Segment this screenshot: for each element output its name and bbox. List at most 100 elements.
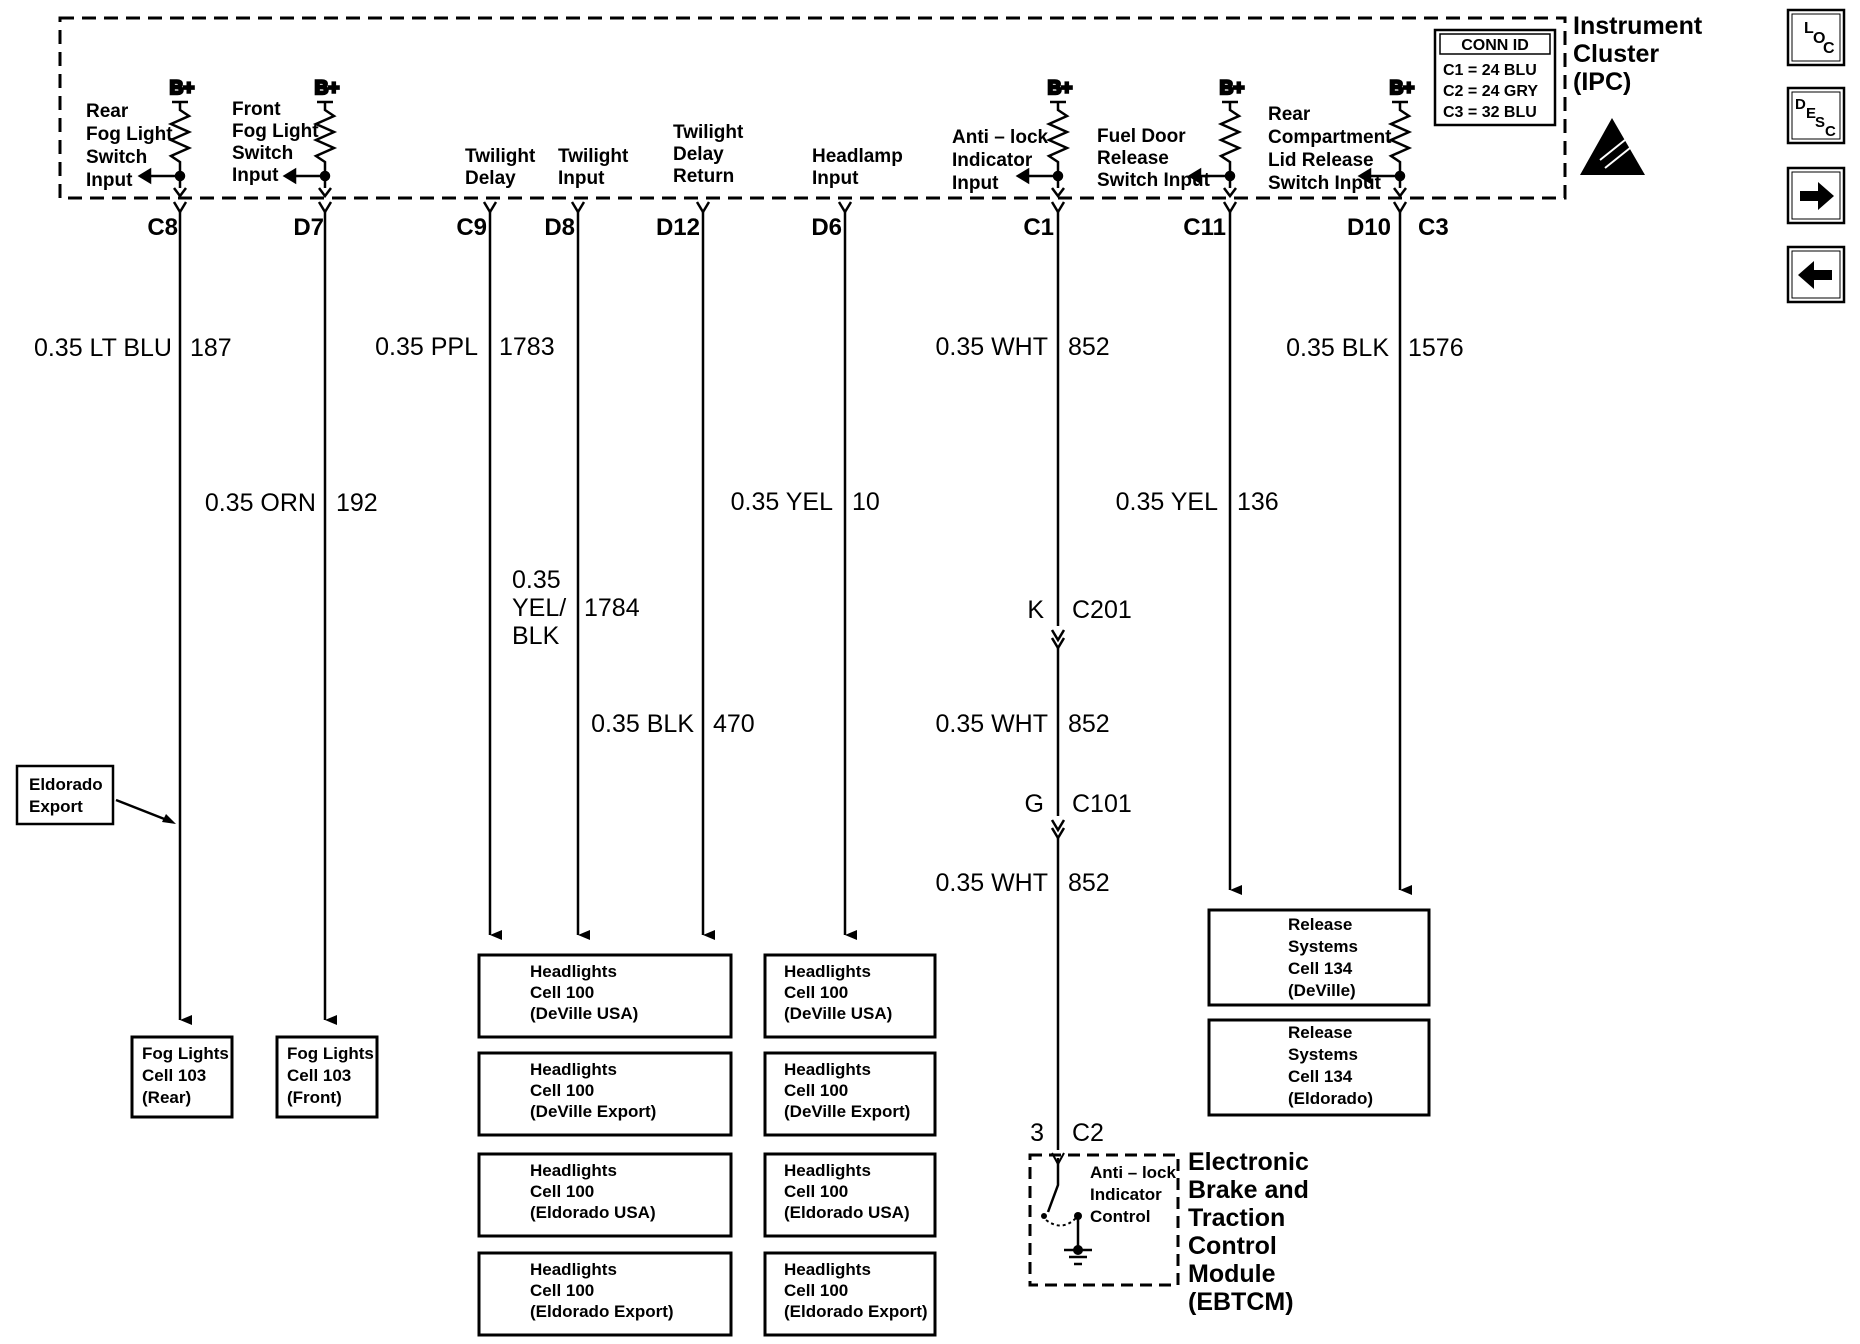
svg-text:Instrument: Instrument <box>1573 12 1703 40</box>
wire-1784-gauge-2: YEL/ <box>512 594 566 622</box>
wire-1576-circuit: 1576 <box>1408 334 1464 362</box>
rear-fog-resistor: B+ <box>137 77 196 199</box>
wire-1784-circuit: 1784 <box>584 594 640 622</box>
input-label-line: Switch <box>232 143 293 164</box>
box-text-line: Cell 134 <box>1288 959 1353 978</box>
input-label-line: Input <box>86 170 133 191</box>
wire-192-gauge: 0.35 ORN <box>205 489 316 517</box>
pin-c9: C9 <box>456 214 487 241</box>
description-icon[interactable]: D E S C <box>1786 86 1846 145</box>
input-label-line: Twilight <box>465 146 536 167</box>
box-text-line: Cell 103 <box>287 1066 351 1085</box>
wire-852-circuit-2: 852 <box>1068 710 1110 738</box>
box-text-line: Cell 134 <box>1288 1067 1353 1086</box>
box-text-line: (DeVille) <box>1288 981 1356 1000</box>
svg-text:D: D <box>1795 96 1806 113</box>
input-label-line: Lid Release <box>1268 150 1374 171</box>
nav-icons: L O C D E S C <box>1786 8 1846 304</box>
pin-d12: D12 <box>656 214 700 241</box>
wire-1784-gauge-3: BLK <box>512 622 560 650</box>
wire-labels: 0.35 LT BLU 187 0.35 ORN 192 0.35 PPL 17… <box>34 333 1464 897</box>
input-label-line: Anti – lock <box>952 127 1049 148</box>
svg-text:C2 = 24 GRY: C2 = 24 GRY <box>1443 83 1538 100</box>
c101-name: C101 <box>1072 790 1132 818</box>
svg-text:Control: Control <box>1090 1207 1150 1226</box>
b-plus-label: B+ <box>1048 78 1073 99</box>
svg-text:C3 = 32 BLU: C3 = 32 BLU <box>1443 104 1537 121</box>
input-label-line: Return <box>673 166 734 187</box>
wire-187-gauge: 0.35 LT BLU <box>34 334 172 362</box>
input-label-line: Switch Input <box>1268 173 1382 194</box>
box-text-line: Headlights <box>784 962 871 981</box>
box-text-line: (DeVille Export) <box>530 1102 656 1121</box>
input-label-line: Compartment <box>1268 127 1392 148</box>
right-arrow-icon[interactable] <box>1786 166 1846 225</box>
svg-text:Module: Module <box>1188 1260 1276 1288</box>
svg-text:S: S <box>1815 114 1825 131</box>
pin-d10: D10 <box>1347 214 1391 241</box>
box-text-line: (Eldorado Export) <box>784 1302 928 1321</box>
box-text-line: Headlights <box>530 1060 617 1079</box>
box-text-line: Systems <box>1288 1045 1358 1064</box>
svg-text:Electronic: Electronic <box>1188 1148 1309 1176</box>
svg-text:(EBTCM): (EBTCM) <box>1188 1288 1294 1316</box>
inline-connectors: K C201 G C101 3 C2 <box>1025 596 1132 1147</box>
svg-text:(IPC): (IPC) <box>1573 68 1631 96</box>
pin-c1: C1 <box>1023 214 1054 241</box>
b-plus-label: B+ <box>170 78 195 99</box>
input-label-line: Release <box>1097 148 1169 169</box>
wire-852-gauge-3: 0.35 WHT <box>935 869 1048 897</box>
location-icon[interactable]: L O C <box>1786 8 1846 67</box>
left-arrow-icon[interactable] <box>1786 245 1846 304</box>
wire-1783-circuit: 1783 <box>499 333 555 361</box>
svg-text:Control: Control <box>1188 1232 1277 1260</box>
input-label-line: Indicator <box>952 150 1033 171</box>
wire-192-circuit: 192 <box>336 489 378 517</box>
wire-470-circuit: 470 <box>713 710 755 738</box>
box-text-line: Cell 103 <box>142 1066 206 1085</box>
c2-name: C2 <box>1072 1119 1104 1147</box>
input-label-line: Delay <box>673 144 724 165</box>
pin-d6: D6 <box>811 214 842 241</box>
input-label-line: Input <box>558 168 605 189</box>
svg-text:Cluster: Cluster <box>1573 40 1659 68</box>
box-text-line: Cell 100 <box>784 1182 848 1201</box>
c201-name: C201 <box>1072 596 1132 624</box>
wire-470-gauge: 0.35 BLK <box>591 710 694 738</box>
svg-text:Brake and: Brake and <box>1188 1176 1309 1204</box>
input-label-line: Fuel Door <box>1097 126 1186 147</box>
box-text-line: (Front) <box>287 1088 342 1107</box>
box-text-line: Cell 100 <box>530 1081 594 1100</box>
box-text-line: (Eldorado USA) <box>530 1203 656 1222</box>
svg-text:O: O <box>1813 30 1825 47</box>
svg-text:Eldorado: Eldorado <box>29 775 103 794</box>
pin-c11: C11 <box>1183 214 1226 241</box>
wire-852-gauge-2: 0.35 WHT <box>935 710 1048 738</box>
box-text-line: Cell 100 <box>784 1081 848 1100</box>
input-label-line: Switch <box>86 147 147 168</box>
svg-text:CONN ID: CONN ID <box>1461 37 1529 54</box>
wire-852-circuit-3: 852 <box>1068 869 1110 897</box>
svg-text:L: L <box>1804 20 1814 37</box>
input-label-line: Rear <box>1268 104 1311 125</box>
box-text-line: (DeVille USA) <box>530 1004 638 1023</box>
input-label-line: Twilight <box>673 122 744 143</box>
input-label-line: Fog Light <box>232 121 319 142</box>
box-text-line: Cell 100 <box>784 1281 848 1300</box>
box-text-line: (Rear) <box>142 1088 191 1107</box>
box-text-line: Headlights <box>530 962 617 981</box>
input-label-line: Rear <box>86 101 129 122</box>
box-text-line: Cell 100 <box>784 983 848 1002</box>
